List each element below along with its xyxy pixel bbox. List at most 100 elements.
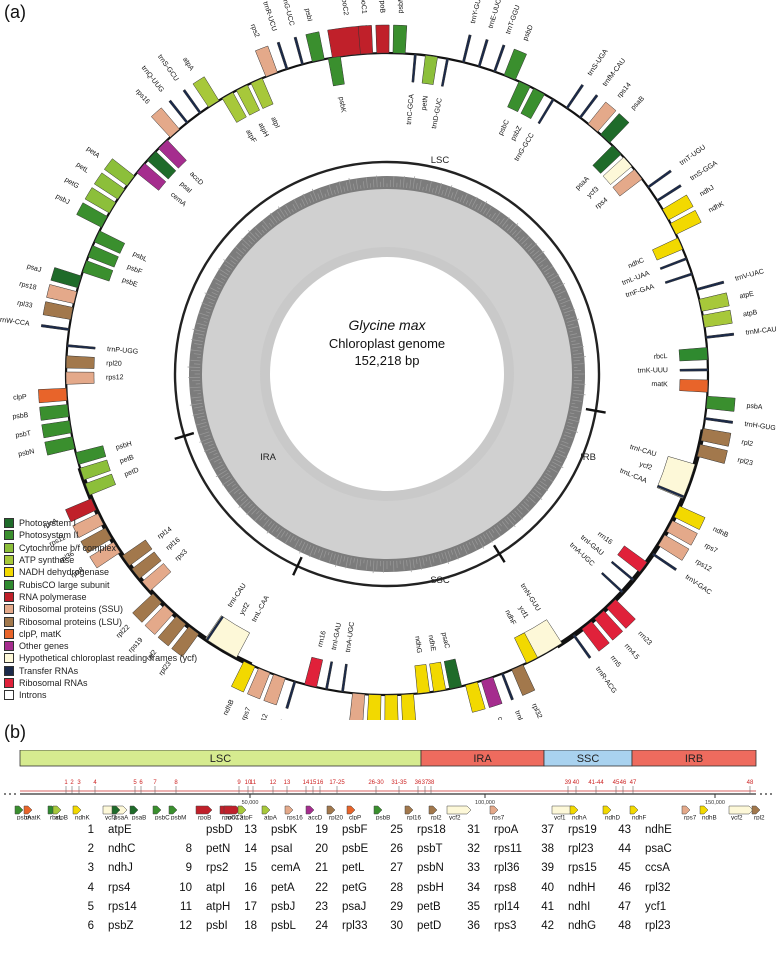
- gene-atpF: [221, 92, 247, 123]
- table-gene-name: ccsA: [645, 862, 670, 875]
- gene-label: rps12: [257, 713, 269, 720]
- gene-label: trnL-UAA: [621, 270, 651, 287]
- legend-label: Cytochrome b/f complex: [19, 542, 117, 553]
- gene-label: petN: [421, 95, 430, 111]
- linear-gene-atpF: [237, 805, 247, 815]
- legend-swatch: [4, 604, 14, 615]
- table-gene-name: petN: [206, 843, 231, 856]
- gene-trnD-GUC: [440, 58, 449, 87]
- table-gene-name: rpl14: [494, 900, 520, 913]
- table-gene-name: petD: [417, 920, 442, 932]
- marker-label: 37: [422, 780, 429, 786]
- table-number: 8: [185, 843, 192, 856]
- gene-label: rps12: [694, 558, 713, 573]
- linear-region-label: LSC: [210, 753, 231, 765]
- gene-atpI: [250, 77, 274, 109]
- gene-trnL-UAG: [501, 672, 514, 701]
- table-number: 30: [390, 920, 403, 932]
- region-label: SSC: [430, 575, 450, 586]
- table-number: 34: [467, 881, 480, 894]
- linear-gene-label: psbM: [171, 815, 186, 821]
- table-number: 17: [244, 900, 257, 913]
- gene-trnC-GCA: [411, 53, 417, 83]
- gene-label: atpB: [743, 309, 759, 318]
- gene-label: rps7: [703, 542, 718, 555]
- gene-psbM: [392, 24, 408, 54]
- gene-trnA-UGC: [600, 571, 624, 594]
- table-gene-name: psbT: [417, 843, 443, 856]
- table-gene-name: ndhC: [108, 843, 136, 856]
- linear-gene-psbM: [168, 805, 178, 815]
- gene-petN: [421, 55, 438, 85]
- gene-label: ndhG: [413, 636, 422, 654]
- legend-item: Cytochrome b/f complex: [4, 542, 197, 554]
- table-number: 11: [180, 900, 192, 913]
- legend-label: Hypothetical chloroplast reading frames …: [19, 653, 198, 664]
- gene-label: trnM-CAU: [745, 326, 777, 337]
- table-gene-name: psaC: [645, 843, 672, 856]
- legend-label: Introns: [19, 690, 47, 701]
- table-number: 45: [618, 862, 631, 875]
- gene-label: atpA: [181, 56, 195, 72]
- legend-item: Introns: [4, 689, 197, 701]
- gene-label: ycf2: [638, 461, 653, 472]
- linear-gene-rpl2: [751, 805, 761, 815]
- table-number: 18: [244, 920, 257, 932]
- marker-label: 48: [747, 780, 754, 786]
- gene-rpl16: [131, 551, 162, 579]
- linear-gene-label: atpA: [264, 815, 278, 821]
- linear-gene-label: rpl16: [407, 815, 421, 821]
- table-cell: psbD: [178, 824, 233, 836]
- table-gene-name: cemA: [271, 862, 301, 875]
- legend-swatch: [4, 579, 14, 590]
- legend-item: Ribosomal proteins (SSU): [4, 603, 197, 615]
- linear-gene-ndhF: [629, 805, 639, 815]
- legend-label: Ribosomal proteins (LSU): [19, 616, 123, 627]
- linear-gene-rps7: [681, 805, 691, 815]
- gene-ndhJ: [662, 194, 694, 221]
- gene-label: rrn16: [596, 531, 613, 546]
- table-number: 43: [618, 824, 631, 836]
- table-number: 39: [541, 862, 554, 875]
- linear-gene-clpP: [346, 805, 356, 815]
- linear-gene-ycf2: [728, 805, 754, 815]
- gene-trnG-GCC: [537, 98, 555, 125]
- gene-label: matK: [651, 381, 668, 389]
- table-gene-name: rpl23: [568, 843, 594, 856]
- table-number: 48: [618, 920, 631, 932]
- gene-label: ndhB: [711, 526, 729, 539]
- linear-gene-label: ndhD: [605, 815, 621, 821]
- linear-region-label: IRA: [473, 753, 492, 765]
- gene-trnE-UUC: [477, 39, 489, 68]
- gene-label: psbJ: [54, 193, 70, 206]
- gene-trnfM-CAU: [578, 94, 599, 119]
- table-gene-name: psbN: [417, 862, 444, 875]
- table-gene-name: ndhH: [568, 881, 596, 894]
- gene-label: rpoC2: [340, 0, 349, 16]
- gene-label: trnE-UUC: [488, 0, 503, 29]
- gene-label: trnV-GAC: [272, 719, 287, 720]
- marker-label: 5: [133, 780, 137, 786]
- gene-psbL: [94, 230, 126, 254]
- linear-gene-ndhD: [602, 805, 612, 815]
- gene-label: cemA: [169, 191, 187, 208]
- gene-atpH: [236, 84, 260, 116]
- legend-label: clpP, matK: [19, 628, 62, 639]
- gene-label: ccsA: [496, 716, 507, 720]
- table-gene-name: rps19: [568, 824, 597, 836]
- table-gene-name: rps4: [108, 881, 131, 894]
- table-number: 10: [179, 881, 192, 894]
- linear-tick-label: 100,000: [475, 800, 495, 806]
- linear-gene-label: ycf2: [449, 815, 461, 821]
